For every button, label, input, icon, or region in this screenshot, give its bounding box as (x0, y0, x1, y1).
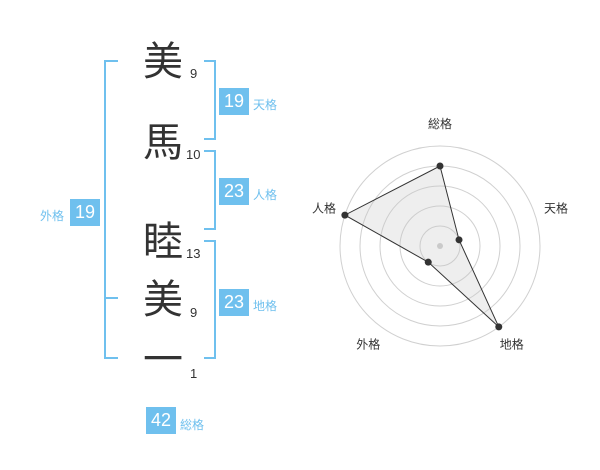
chikaku-label: 地格 (253, 299, 278, 313)
radar-axis-label-5: 人格 (312, 200, 336, 215)
name-char-4: 美 (143, 277, 183, 323)
radar-ring-3 (379, 185, 501, 307)
stroke-count-5: 1 (190, 366, 198, 381)
jinkaku-bracket-top (204, 150, 216, 152)
tenkaku-label: 天格 (253, 98, 278, 112)
jinkaku-bracket (214, 150, 216, 230)
stroke-count-1: 9 (190, 66, 198, 81)
radar-axis-label-3: 地格 (500, 337, 524, 352)
radar-center (437, 243, 443, 249)
radar-axis-label-2: 天格 (544, 200, 568, 215)
radar-series-polygon (343, 165, 500, 328)
gaikaku-bracket-bottom (104, 357, 118, 359)
chikaku-bracket-bottom (204, 357, 216, 359)
tenkaku-bracket-top (204, 60, 216, 62)
stroke-count-2: 10 (186, 147, 201, 162)
soukaku-badge: 42 (146, 407, 176, 434)
tenkaku-badge: 19 (219, 88, 249, 115)
radar-point-5 (341, 211, 349, 219)
gaikaku-bracket (104, 60, 106, 359)
radar-axis-label-4: 外格 (356, 337, 380, 352)
radar-point-1 (436, 162, 444, 170)
name-char-1: 美 (143, 39, 183, 85)
radar-point-2 (455, 236, 463, 244)
radar-point-3 (495, 323, 503, 331)
soukaku-label: 総格 (180, 418, 205, 432)
jinkaku-bracket-bottom (204, 228, 216, 230)
chikaku-bracket (214, 240, 216, 359)
gaikaku-bracket-top (104, 60, 118, 62)
name-char-2: 馬 (143, 120, 183, 166)
name-char-5: 一 (143, 337, 183, 383)
stroke-count-4: 9 (190, 305, 198, 320)
radar-ring-1 (419, 225, 461, 267)
chikaku-bracket-top (204, 240, 216, 242)
gaikaku-label: 外格 (40, 209, 65, 223)
gaikaku-bracket-mid (104, 297, 118, 299)
jinkaku-badge: 23 (219, 178, 249, 205)
radar-point-4 (424, 258, 432, 266)
stroke-count-3: 13 (186, 246, 201, 261)
jinkaku-label: 人格 (253, 188, 278, 202)
radar-axis-label-1: 総格 (428, 116, 452, 131)
radar-ring-5 (339, 145, 541, 347)
name-char-3: 睦 (143, 219, 183, 265)
tenkaku-bracket (214, 60, 216, 140)
radar-points (341, 162, 503, 331)
gaikaku-badge: 19 (70, 199, 100, 226)
chikaku-badge: 23 (219, 289, 249, 316)
tenkaku-bracket-bottom (204, 138, 216, 140)
